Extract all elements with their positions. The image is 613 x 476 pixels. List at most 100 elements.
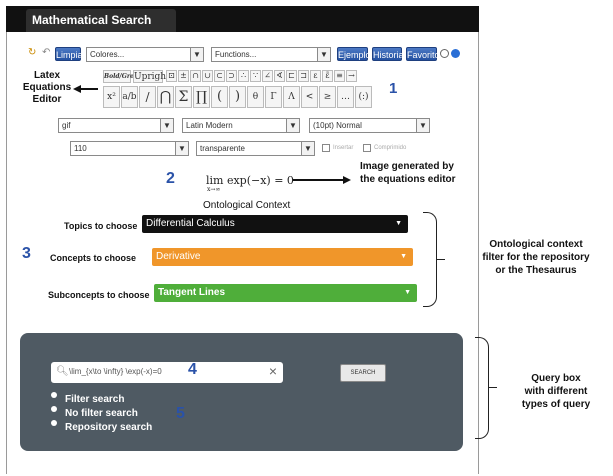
palette-symbol[interactable]: ∢	[274, 70, 285, 82]
resolution-select[interactable]: 110 ▼	[70, 141, 189, 156]
caret-down-icon: ▼	[400, 253, 407, 260]
annotation-line: filter for the repository	[482, 252, 590, 263]
examples-button[interactable]: Ejemplos	[337, 47, 375, 61]
arrow-right-icon	[343, 176, 351, 184]
palette-symbol[interactable]: ⊡	[166, 70, 177, 82]
annotation-line: the equations editor	[360, 174, 456, 185]
chevron-down-icon: ▼	[160, 119, 173, 132]
palette-symbol[interactable]: →	[346, 70, 357, 82]
chevron-down-icon: ▼	[301, 142, 314, 155]
chevron-down-icon: ▼	[175, 142, 188, 155]
symbol-palette-row2: x² a/b / ⋂ Σ ∏ ( ) θ Γ Λ < ≥ … (:)	[103, 86, 372, 108]
repository-search-radio[interactable]	[51, 420, 57, 426]
brace-tip	[489, 387, 497, 389]
palette-symbol[interactable]: )	[229, 86, 246, 108]
palette-symbol[interactable]: ⋂	[157, 86, 174, 108]
palette-symbol[interactable]: ±	[178, 70, 189, 82]
size-select[interactable]: (10pt) Normal ▼	[309, 118, 430, 133]
upright-button[interactable]: Upright	[133, 70, 170, 83]
annotation-line: with different	[524, 386, 588, 397]
formula-subscript: x→∞	[207, 186, 221, 193]
image-generated-annotation: Image generated by the equations editor	[360, 160, 456, 186]
search-button[interactable]: SEARCH	[340, 364, 386, 382]
title-tab[interactable]	[26, 9, 176, 32]
subconcepts-dropdown[interactable]: Tangent Lines ▼	[154, 284, 417, 302]
generated-formula-image: lim exp(−x) = 0	[206, 174, 294, 187]
chevron-down-icon: ▼	[317, 48, 330, 61]
concepts-dropdown[interactable]: Derivative ▼	[152, 248, 413, 266]
palette-symbol[interactable]: <	[301, 86, 318, 108]
compress-label: Comprimido	[374, 145, 407, 151]
palette-symbol[interactable]: x²	[103, 86, 120, 108]
colors-select[interactable]: Colores... ▼	[86, 47, 204, 62]
search-icon: 🔍︎	[56, 366, 69, 377]
background-select[interactable]: transparente ▼	[196, 141, 315, 156]
palette-symbol[interactable]: ∏	[193, 86, 210, 108]
undo-icon[interactable]: ↶	[42, 47, 51, 58]
palette-symbol[interactable]: ∪	[202, 70, 213, 82]
ontological-context-title: Ontological Context	[203, 200, 291, 211]
annotation-line: or the Thesaurus	[495, 265, 577, 276]
functions-select[interactable]: Functions... ▼	[211, 47, 331, 62]
palette-symbol[interactable]: ∩	[190, 70, 201, 82]
palette-symbol[interactable]: ⊃	[226, 70, 237, 82]
window-title: Mathematical Search	[32, 13, 152, 27]
palette-symbol[interactable]: ⊏	[286, 70, 297, 82]
format-select[interactable]: gif ▼	[58, 118, 174, 133]
ontology-annotation: Ontological context filter for the repos…	[466, 238, 606, 277]
palette-symbol[interactable]: …	[337, 86, 354, 108]
repository-search-label: Repository search	[65, 422, 153, 433]
palette-symbol[interactable]: Λ	[283, 86, 300, 108]
arrow-line	[80, 88, 98, 90]
palette-symbol[interactable]: ∴	[238, 70, 249, 82]
step-number-5: 5	[176, 405, 185, 422]
info-icon[interactable]	[451, 49, 460, 58]
palette-symbol[interactable]: (:)	[355, 86, 372, 108]
favorites-button[interactable]: Favoritos	[406, 47, 444, 61]
annotation-line: types of query	[521, 399, 591, 410]
bold-greek-button[interactable]: Bold/Greek	[103, 70, 142, 83]
palette-symbol[interactable]: ≡	[334, 70, 345, 82]
palette-symbol[interactable]: a/b	[121, 86, 138, 108]
topics-label: Topics to choose	[64, 221, 138, 231]
step-number-3: 3	[22, 245, 31, 262]
formula-main: lim exp(−x) = 0	[206, 174, 294, 187]
search-input[interactable]: 🔍︎ \lim_{x\to \infty} \exp(-x)=0 ×	[51, 362, 283, 383]
refresh-icon[interactable]: ↻	[28, 47, 37, 58]
font-select[interactable]: Latin Modern ▼	[182, 118, 300, 133]
palette-symbol[interactable]: ∠	[262, 70, 273, 82]
insert-checkbox[interactable]	[322, 144, 330, 152]
caret-down-icon: ▼	[404, 289, 411, 296]
background-select-value: transparente	[200, 144, 245, 153]
arrow-line	[293, 179, 343, 181]
filter-search-radio[interactable]	[51, 392, 57, 398]
chevron-down-icon: ▼	[416, 119, 429, 132]
palette-symbol[interactable]: (	[211, 86, 228, 108]
compress-checkbox[interactable]	[363, 144, 371, 152]
step-number-4: 4	[188, 361, 197, 378]
insert-label: Insertar	[333, 145, 354, 151]
format-select-value: gif	[62, 121, 71, 130]
annotation-line: Image generated by	[360, 161, 454, 172]
no-filter-search-radio[interactable]	[51, 406, 57, 412]
palette-symbol[interactable]: ≥	[319, 86, 336, 108]
close-icon[interactable]: ×	[268, 363, 277, 379]
palette-symbol[interactable]: ∵	[250, 70, 261, 82]
palette-symbol[interactable]: Σ	[175, 86, 192, 108]
chevron-down-icon: ▼	[190, 48, 203, 61]
topics-dropdown[interactable]: Differential Calculus ▼	[142, 215, 408, 233]
subconcepts-value: Tangent Lines	[158, 287, 226, 298]
palette-symbol[interactable]: ε̃	[322, 70, 333, 82]
palette-symbol[interactable]: Γ	[265, 86, 282, 108]
clear-button[interactable]: Limpiar	[55, 47, 86, 61]
history-button[interactable]: Historial	[372, 47, 406, 61]
latex-editor-annotation: Latex Equations Editor	[22, 70, 72, 106]
palette-symbol[interactable]: ε	[310, 70, 321, 82]
topics-value: Differential Calculus	[146, 218, 235, 229]
palette-symbol[interactable]: /	[139, 86, 156, 108]
settings-icon[interactable]	[440, 49, 449, 58]
palette-symbol[interactable]: ⊂	[214, 70, 225, 82]
palette-symbol[interactable]: θ	[247, 86, 264, 108]
colors-select-value: Colores...	[90, 50, 125, 59]
palette-symbol[interactable]: ⊐	[298, 70, 309, 82]
